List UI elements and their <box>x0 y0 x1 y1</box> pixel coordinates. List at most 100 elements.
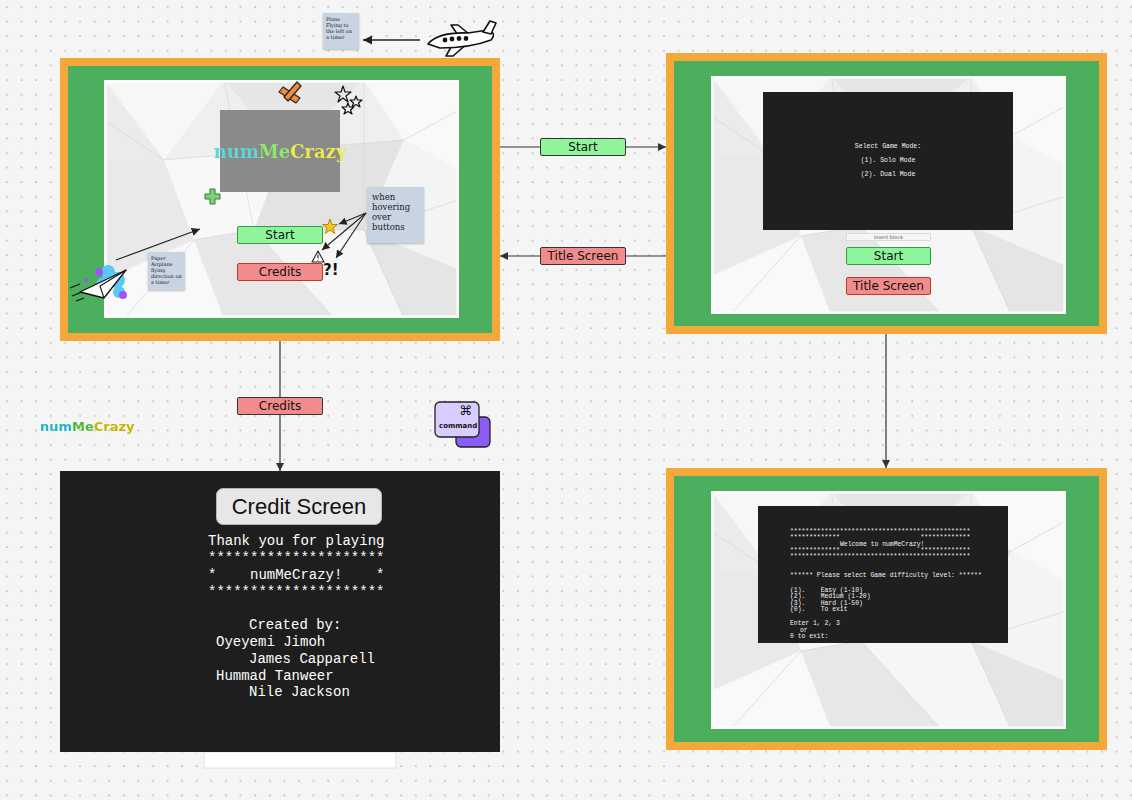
node-text: Hummad Tanweer <box>216 668 334 685</box>
paper-airplane-icon <box>70 284 84 301</box>
node-text: Oyeyemi Jimoh <box>216 634 325 651</box>
button: Start <box>237 226 323 244</box>
node-text: * numMeCrazy! * <box>208 567 384 584</box>
star-icon <box>323 219 338 234</box>
node-text: Welcome to numMeCrazy! <box>840 541 924 548</box>
frame-ground <box>60 53 1107 750</box>
node-text: Paper Airplane flying direction on a tim… <box>151 255 182 285</box>
button: Title Screen <box>846 277 931 295</box>
outline-stars <box>335 86 351 102</box>
node-text: Title Screen <box>853 279 924 293</box>
screen-frame: ****************************************… <box>666 468 1107 750</box>
crumpled-paper <box>104 80 459 318</box>
plus-icon <box>205 189 220 204</box>
frame-ground <box>666 53 1107 334</box>
node-text: ****************************************… <box>790 528 970 535</box>
crumpled-paper <box>711 491 1066 729</box>
frame-ground <box>666 468 1107 750</box>
credit-screen: Thank you for playing*******************… <box>60 471 500 752</box>
button: Start <box>846 247 931 265</box>
outline-stars <box>350 96 362 107</box>
leader-lines <box>322 213 366 250</box>
terminal-box: ****************************************… <box>758 506 1008 643</box>
node-text: ****** Please select Game difficulty lev… <box>790 572 982 579</box>
plane-illustration <box>483 21 496 34</box>
node-text: Created by: <box>249 617 341 634</box>
leader-lines <box>336 213 366 258</box>
edge-label: Title Screen <box>540 247 626 265</box>
placeholder-bar: insert block <box>846 233 931 241</box>
plane-illustration <box>464 37 467 40</box>
node-text: ****************************************… <box>790 553 970 560</box>
node-text: Credits <box>259 265 301 279</box>
node-text: ********************* <box>208 550 384 567</box>
node-text: numMeCrazy <box>214 141 347 162</box>
paper-airplane-icon <box>80 270 126 298</box>
annotation-mark: ?! <box>323 261 339 279</box>
node-text: (2). Medium (1-20) <box>790 593 871 600</box>
node-text: (3). Hard (1-50) <box>790 600 863 607</box>
node-text: (1). Solo Mode <box>861 154 916 168</box>
node-text: Enter 1, 2, 3 <box>790 620 840 627</box>
node-text: Plane Flying to the left on a timer <box>326 16 356 40</box>
command-key-icon <box>435 402 479 437</box>
node-text: or <box>800 627 808 634</box>
node-text: when hovering over buttons <box>372 192 419 232</box>
key-symbol: ⌘ <box>459 403 472 418</box>
heading-box: Credit Screen <box>216 488 382 525</box>
brand-label: numMeCrazy <box>40 419 135 434</box>
connector <box>885 334 886 468</box>
placeholder-strip <box>204 752 396 768</box>
pin-icon <box>284 82 301 101</box>
command-key-icon <box>435 402 490 447</box>
node-text: Nile Jackson <box>249 684 350 701</box>
node-text: 0 to exit: <box>790 633 828 640</box>
node-text: Thank you for playing <box>208 533 384 550</box>
node-text: Start <box>874 249 903 263</box>
button: Credits <box>237 263 323 281</box>
plane-arrow <box>363 39 420 40</box>
node-text: (2). Dual Mode <box>861 168 916 182</box>
screen-frame: Select Game Mode:(1). Solo Mode(2). Dual… <box>666 53 1107 334</box>
star-icon <box>323 219 338 234</box>
warning-icon <box>317 255 318 261</box>
node-text: ********************* <box>208 584 384 601</box>
plus-icon <box>205 189 220 204</box>
paper-airplane-icon <box>95 268 103 276</box>
frame-ground <box>60 58 500 341</box>
plane-illustration <box>443 38 446 41</box>
plane-illustration <box>457 37 460 40</box>
warning-icon <box>312 251 324 262</box>
pin-icon <box>279 82 301 103</box>
sticky-note: Paper Airplane flying direction on a tim… <box>148 252 185 290</box>
key-label: command <box>439 422 477 430</box>
paper-airplane-icon <box>100 270 126 298</box>
sticky-note: when hovering over buttons <box>367 187 424 243</box>
edge-label: Credits <box>237 397 323 415</box>
edge-label: Start <box>540 138 626 156</box>
paper-airplane-icon <box>84 278 88 282</box>
warning-icon <box>312 251 324 262</box>
node-text: (1). Easy (1-10) <box>790 587 863 594</box>
paper-airplane-icon <box>119 291 127 299</box>
leader-lines <box>322 213 366 258</box>
node-text: James Capparell <box>249 651 375 668</box>
terminal-box: Select Game Mode:(1). Solo Mode(2). Dual… <box>763 92 1013 230</box>
screen-frame: numMeCrazyStartCredits when hovering over… <box>60 58 500 341</box>
node-text: Credit Screen <box>232 494 367 520</box>
plane-illustration <box>428 21 496 56</box>
node-text: Start <box>265 228 294 242</box>
crumpled-paper <box>711 76 1066 314</box>
node-text: ************* ************* <box>790 547 970 554</box>
node-text: (0). To exit <box>790 606 848 613</box>
plane-illustration <box>450 37 453 40</box>
logo-box: numMeCrazy <box>220 110 340 192</box>
node-text: Select Game Mode: <box>855 140 921 154</box>
outline-stars <box>342 103 354 114</box>
paper-airplane-icon <box>70 265 127 301</box>
sticky-note: Plane Flying to the left on a timer <box>323 13 359 49</box>
